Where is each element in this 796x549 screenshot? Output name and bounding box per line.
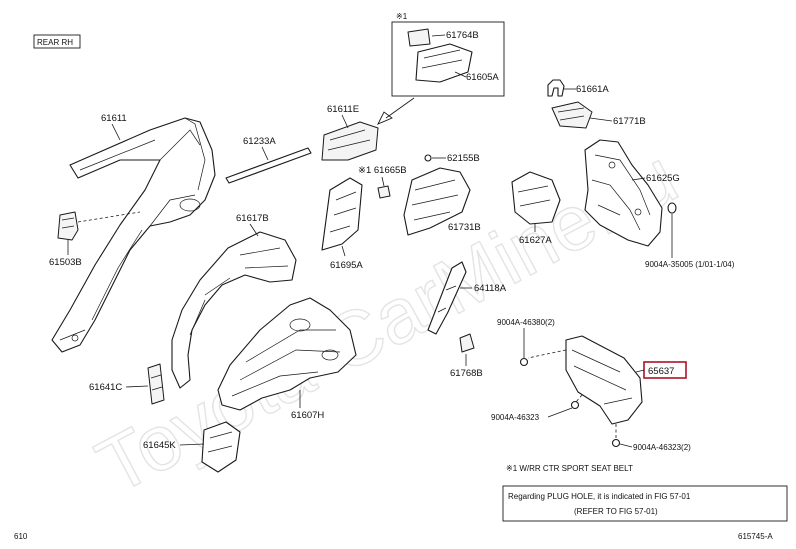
footer-left: 610 — [14, 532, 28, 541]
bracket-61771B[interactable] — [551, 101, 593, 129]
corner-tag-text: REAR RH — [37, 38, 73, 47]
label-61611[interactable]: 61611 — [101, 113, 127, 124]
note-line-2: (REFER TO FIG 57-01) — [574, 507, 658, 516]
label-61768B[interactable]: 61768B — [450, 368, 483, 379]
part-61605A[interactable] — [415, 43, 473, 83]
label-61641C[interactable]: 61641C — [89, 382, 122, 393]
bracket-61768B[interactable] — [459, 333, 475, 353]
label-61607H[interactable]: 61607H — [291, 410, 324, 421]
label-64118A[interactable]: 64118A — [474, 283, 507, 294]
label-61503B[interactable]: 61503B — [49, 257, 82, 268]
label-61627A[interactable]: 61627A — [519, 235, 552, 246]
panel-61695A[interactable] — [321, 177, 363, 251]
label-9004A-46323[interactable]: 9004A-46323 — [491, 413, 540, 422]
clip-62155B[interactable] — [424, 154, 432, 162]
bracket-61641C[interactable] — [147, 363, 165, 405]
label-61605A[interactable]: 61605A — [466, 72, 499, 83]
label-61625G[interactable]: 61625G — [646, 173, 680, 184]
panel-61731B[interactable] — [403, 167, 471, 236]
label-61611E[interactable]: 61611E — [327, 104, 359, 115]
label-61771B[interactable]: 61771B — [613, 116, 646, 127]
panel-61627A[interactable] — [511, 171, 561, 225]
wheelhouse-61607H[interactable] — [217, 297, 357, 411]
inset-mark: ※1 — [396, 12, 408, 21]
label-9004A-46380[interactable]: 9004A-46380(2) — [497, 318, 555, 327]
label-61617B[interactable]: 61617B — [236, 213, 269, 224]
panel-61625G[interactable] — [584, 139, 663, 247]
bracket-65637[interactable] — [527, 335, 643, 438]
bolt-9004A-46323[interactable] — [570, 400, 580, 410]
label-61645K[interactable]: 61645K — [143, 440, 176, 451]
bracket-61645K[interactable] — [201, 421, 241, 473]
label-61661A[interactable]: 61661A — [576, 84, 609, 95]
corner-tag: REAR RH — [33, 34, 81, 49]
plug-9004A-35005[interactable] — [667, 202, 677, 214]
bolt-9004A-46380[interactable] — [519, 357, 529, 367]
note-line-1: Regarding PLUG HOLE, it is indicated in … — [508, 492, 691, 501]
wheelhouse-61617B[interactable] — [171, 231, 297, 389]
label-61695A[interactable]: 61695A — [330, 260, 363, 271]
footer-right: 615745-A — [738, 532, 773, 541]
brace-64118A[interactable] — [427, 261, 467, 335]
footnote: ※1 W/RR CTR SPORT SEAT BELT — [506, 464, 633, 473]
inset-group: ※1 61764B 61605A — [391, 12, 505, 97]
label-61731B[interactable]: 61731B — [448, 222, 481, 233]
strip-61233A[interactable] — [225, 147, 312, 184]
label-62155B[interactable]: 62155B — [447, 153, 480, 164]
label-61764B[interactable]: 61764B — [446, 30, 479, 41]
part-61764B[interactable] — [407, 28, 431, 47]
bolt-9004A-46323-2[interactable] — [611, 438, 621, 448]
label-61665B[interactable]: ※1 61665B — [358, 165, 407, 176]
clip-61665B[interactable] — [377, 185, 391, 199]
clip-61661A[interactable] — [547, 79, 565, 97]
label-65637[interactable]: 65637 — [648, 366, 674, 377]
note-box: Regarding PLUG HOLE, it is indicated in … — [502, 485, 788, 522]
panel-61611E[interactable] — [321, 121, 379, 161]
label-9004A-35005[interactable]: 9004A-35005 (1/01-1/04) — [645, 260, 735, 269]
bracket-61503B[interactable] — [57, 211, 79, 241]
label-9004A-46323-2[interactable]: 9004A-46323(2) — [633, 443, 691, 452]
label-61233A[interactable]: 61233A — [243, 136, 276, 147]
quarter-panel-61611[interactable] — [51, 117, 216, 353]
